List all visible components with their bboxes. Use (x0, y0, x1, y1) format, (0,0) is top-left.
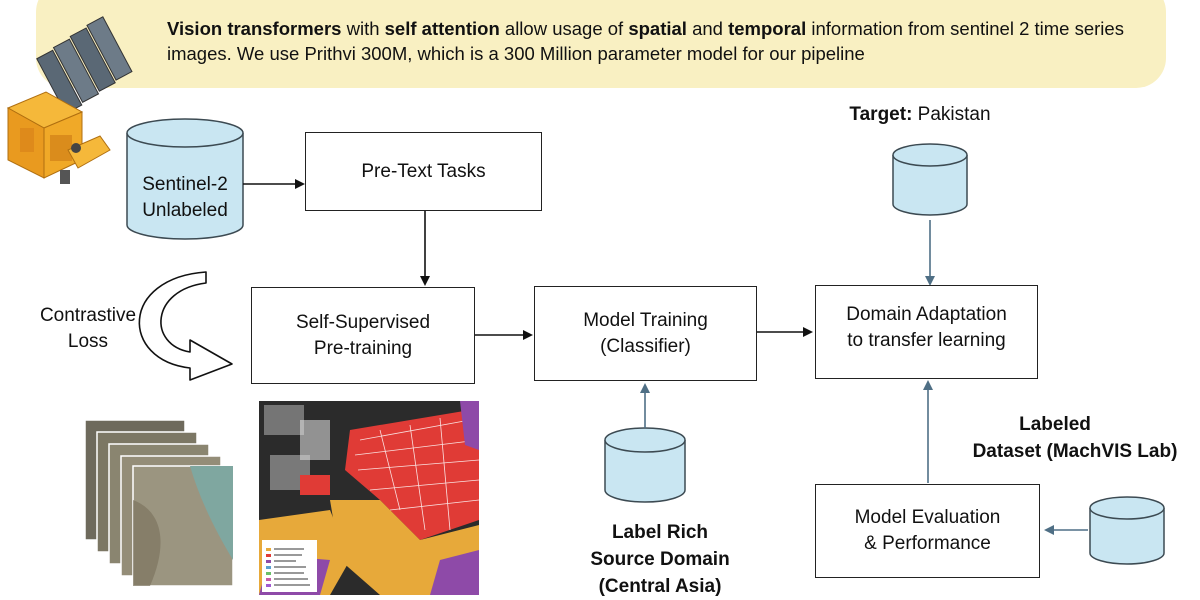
description-banner: Vision transformers with self attention … (36, 0, 1166, 88)
domain-adapt-line1: Domain Adaptation (846, 304, 1007, 325)
sentinel-label: Sentinel-2 Unlabeled (127, 172, 243, 224)
ssl-line1: Self-Supervised (295, 311, 431, 333)
contrastive-line1: Contrastive (39, 305, 137, 326)
banner-text-part: information from sentinel 2 time series … (167, 18, 1124, 64)
satellite-icon (6, 16, 133, 184)
domain-adaptation-box[interactable]: Domain Adaptation to transfer learning (815, 285, 1038, 379)
labeled-line1: Labeled (1019, 414, 1091, 435)
sentinel-line2: Unlabeled (142, 200, 228, 221)
model-training-line2: (Classifier) (600, 335, 691, 357)
database-cylinder-icon (1089, 496, 1165, 565)
contrastive-line2: Loss (67, 331, 109, 352)
source-line3: (Central Asia) (598, 576, 722, 597)
banner-text-part: temporal (728, 18, 807, 39)
pretext-tasks-box[interactable]: Pre-Text Tasks (305, 132, 542, 211)
database-cylinder-icon (604, 427, 686, 503)
source-domain-label: Label Rich Source Domain (Central Asia) (560, 519, 760, 600)
labeled-line2: Dataset (MachVIS Lab) (972, 441, 1178, 462)
model-evaluation-box[interactable]: Model Evaluation & Performance (815, 484, 1040, 578)
crop-classification-map (259, 401, 480, 595)
source-line2: Source Domain (590, 549, 730, 570)
contrastive-loss-label: Contrastive Loss (18, 303, 158, 355)
pretext-tasks-label: Pre-Text Tasks (361, 160, 486, 182)
target-label-bold: Target: (849, 104, 913, 125)
ssl-line2: Pre-training (313, 337, 413, 359)
domain-adapt-line2: to transfer learning (847, 330, 1006, 351)
model-eval-line2: & Performance (864, 533, 991, 554)
database-cylinder-icon (126, 118, 244, 240)
self-supervised-box[interactable]: Self-Supervised Pre-training (251, 287, 475, 384)
database-cylinder-icon (892, 143, 968, 216)
satellite-image-stack (84, 419, 234, 587)
banner-text-part: spatial (628, 18, 687, 39)
curved-arrow-icon (138, 271, 233, 381)
banner-text-part: self attention (384, 18, 500, 39)
target-label: Target: Pakistan (820, 102, 1020, 128)
target-label-value: Pakistan (912, 104, 991, 125)
banner-text-part: Vision transformers (167, 18, 342, 39)
model-eval-line1: Model Evaluation (854, 507, 1001, 528)
labeled-dataset-label: Labeled Dataset (MachVIS Lab) (950, 411, 1200, 465)
sentinel-line1: Sentinel-2 (142, 174, 228, 195)
model-training-box[interactable]: Model Training (Classifier) (534, 286, 757, 381)
banner-text: Vision transformers with self attention … (167, 18, 1124, 64)
banner-text-part: and (686, 18, 729, 39)
model-training-line1: Model Training (583, 309, 708, 331)
banner-text-part: with (341, 18, 385, 39)
source-line1: Label Rich (611, 522, 709, 543)
banner-text-part: allow usage of (499, 18, 629, 39)
